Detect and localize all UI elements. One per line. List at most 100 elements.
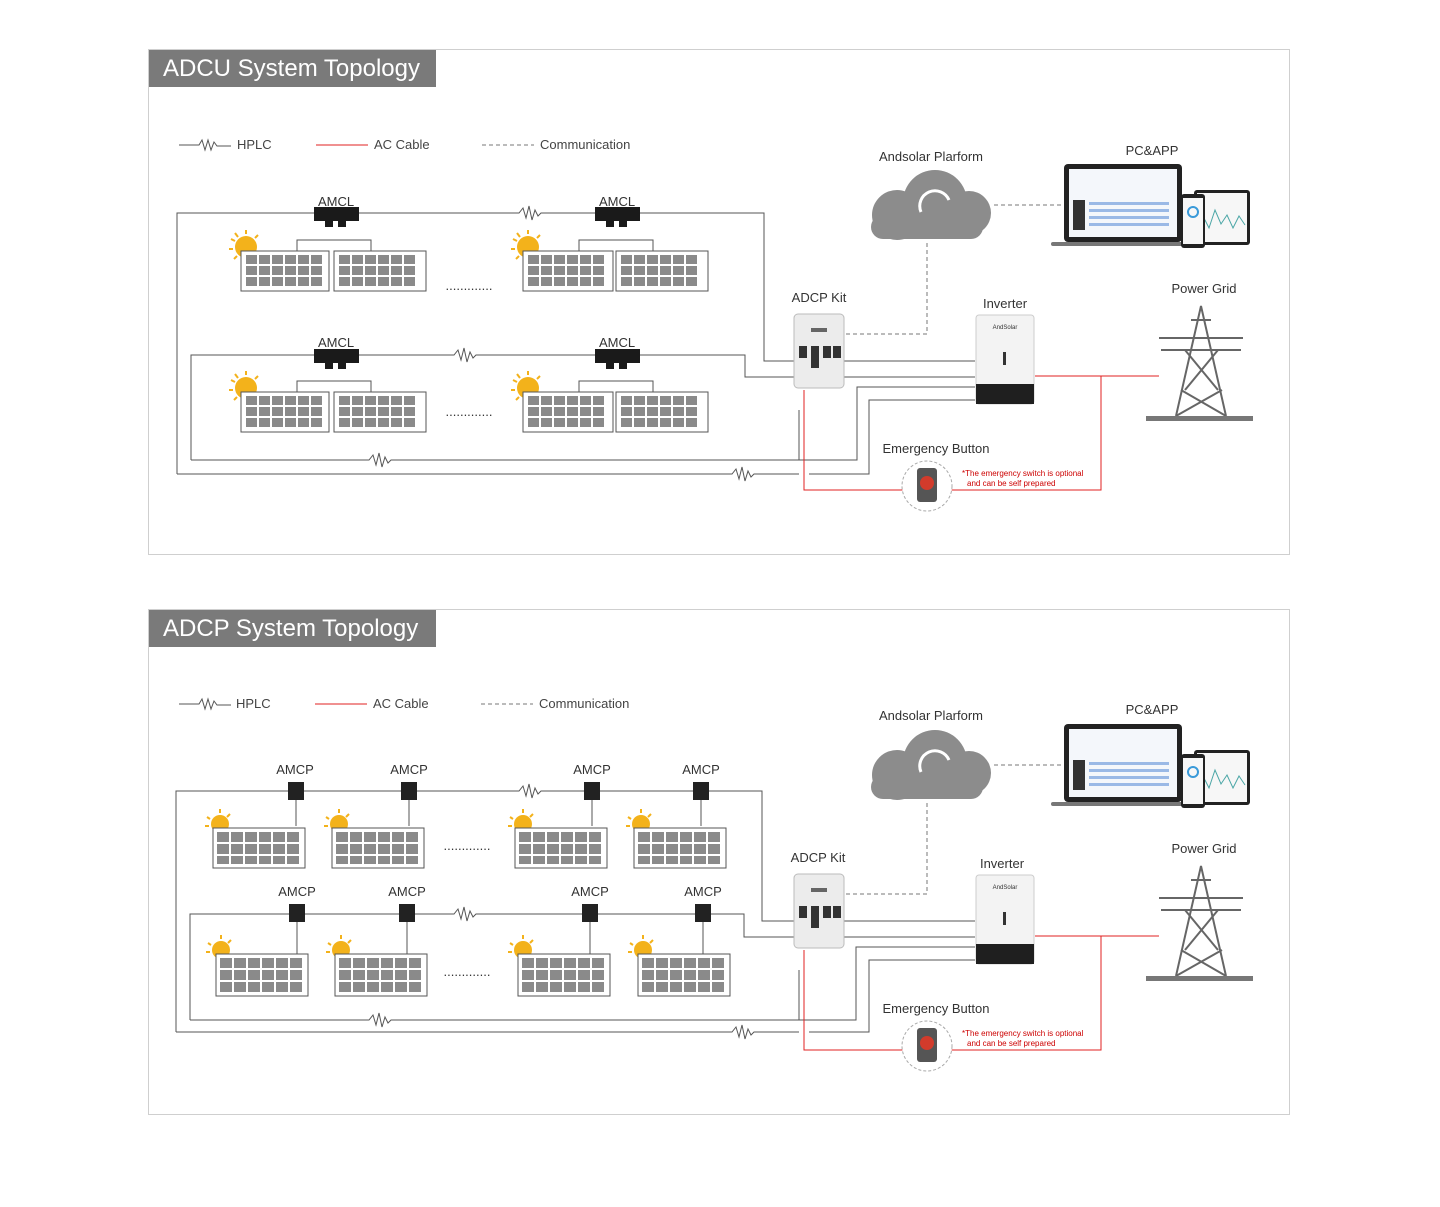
microinverter-label: AMCP bbox=[682, 762, 720, 777]
inverter-brand: AndSolar bbox=[993, 325, 1018, 331]
inverter-link-a bbox=[799, 386, 975, 461]
power-grid-label: Power Grid bbox=[1171, 841, 1236, 856]
inverter-label: Inverter bbox=[983, 296, 1028, 311]
ellipsis: ............. bbox=[446, 278, 493, 293]
microinverter-label: AMCP bbox=[276, 762, 314, 777]
amcp-unit: AMCP bbox=[684, 884, 722, 954]
hplc-line-row1 bbox=[176, 205, 975, 474]
microinverter-icon bbox=[595, 207, 640, 221]
panel-title: ADCP System Topology bbox=[149, 610, 436, 647]
pc-app-label: PC&APP bbox=[1126, 143, 1179, 158]
amcp-unit: AMCP bbox=[278, 884, 316, 954]
emergency-button-label: Emergency Button bbox=[883, 1001, 990, 1016]
power-grid-tower bbox=[1159, 305, 1243, 417]
microinverter-icon bbox=[693, 782, 709, 800]
legend-comm-label: Communication bbox=[539, 696, 629, 711]
power-grid-tower bbox=[1159, 865, 1243, 977]
adcp-kit: ADCP Kit bbox=[792, 290, 847, 389]
hplc-line-row1 bbox=[175, 783, 975, 1032]
hplc-return-row1 bbox=[177, 466, 799, 482]
power-grid-label: Power Grid bbox=[1171, 281, 1236, 296]
inverter-link-a bbox=[799, 946, 975, 1021]
topology-diagram: HPLC AC Cable Communication bbox=[175, 696, 1253, 1072]
microinverter-icon bbox=[289, 904, 305, 922]
pc-app: PC&APP bbox=[1051, 702, 1250, 808]
pv-string-2a: AMCL bbox=[229, 335, 427, 433]
microinverter-icon bbox=[401, 782, 417, 800]
cloud-label: Andsolar Plarform bbox=[879, 149, 983, 164]
amcp-unit: AMCP bbox=[573, 762, 611, 826]
pc-app: PC&APP bbox=[1051, 143, 1250, 248]
hplc-return-row2 bbox=[190, 970, 800, 1028]
cloud-platform: Andsolar Plarform bbox=[871, 708, 991, 800]
microinverter-label: AMCP bbox=[278, 884, 316, 899]
microinverter-icon bbox=[695, 904, 711, 922]
legend-hplc-label: HPLC bbox=[237, 137, 272, 152]
adcp-kit-label: ADCP Kit bbox=[791, 850, 846, 865]
topology-diagram: HPLC AC Cable Communication bbox=[176, 137, 1253, 512]
comm-adcp-cloud bbox=[846, 240, 928, 335]
emergency-button: Emergency Button *The emergency switch i… bbox=[883, 1001, 1084, 1072]
legend-comm-label: Communication bbox=[540, 137, 630, 152]
amcp-unit: AMCP bbox=[390, 762, 428, 826]
pv-row-1: ............. bbox=[205, 809, 727, 869]
amcp-unit: AMCP bbox=[388, 884, 426, 954]
microinverter-icon bbox=[595, 349, 640, 363]
emergency-button-label: Emergency Button bbox=[883, 441, 990, 456]
panel-title: ADCU System Topology bbox=[149, 50, 436, 87]
microinverter-label: AMCP bbox=[684, 884, 722, 899]
adcp-kit-label: ADCP Kit bbox=[792, 290, 847, 305]
microinverter-label: AMCL bbox=[318, 194, 354, 209]
legend-ac-label: AC Cable bbox=[373, 696, 429, 711]
pv-string-2b: AMCL bbox=[511, 335, 709, 433]
inverter-link-b bbox=[809, 399, 975, 475]
inverter-link-b bbox=[809, 959, 975, 1033]
topology-panel-adcp: ADCP System Topology HPLC AC Cable Commu… bbox=[148, 609, 1290, 1115]
inverter: Inverter AndSolar bbox=[975, 856, 1035, 965]
inverter-brand: AndSolar bbox=[993, 885, 1018, 891]
amcp-row-2: AMCP AMCP AMCP AMCP bbox=[278, 884, 722, 954]
emergency-button: Emergency Button *The emergency switch i… bbox=[883, 441, 1084, 512]
microinverter-icon bbox=[584, 782, 600, 800]
microinverter-label: AMCP bbox=[571, 884, 609, 899]
comm-lines bbox=[846, 204, 1064, 335]
legend-ac-label: AC Cable bbox=[374, 137, 430, 152]
adcp-kit: ADCP Kit bbox=[791, 850, 846, 949]
ellipsis: ............. bbox=[446, 404, 493, 419]
hplc-wires bbox=[176, 205, 975, 482]
microinverter-label: AMCL bbox=[599, 335, 635, 350]
legend: HPLC AC Cable Communication bbox=[179, 696, 629, 711]
microinverter-icon bbox=[582, 904, 598, 922]
legend: HPLC AC Cable Communication bbox=[179, 137, 630, 152]
pc-app-label: PC&APP bbox=[1126, 702, 1179, 717]
ac-cable-line bbox=[803, 935, 1159, 1051]
amcp-unit: AMCP bbox=[571, 884, 609, 954]
ac-cable bbox=[803, 375, 1159, 491]
inverter-label: Inverter bbox=[980, 856, 1025, 871]
pv-row-2: ............. bbox=[206, 935, 731, 997]
hplc-line-row2 bbox=[189, 906, 975, 1020]
ac-cable-line bbox=[803, 375, 1159, 491]
pv-string-1b: AMCL bbox=[511, 194, 709, 292]
inverter: Inverter AndSolar bbox=[975, 296, 1035, 405]
amcp-unit: AMCP bbox=[682, 762, 720, 826]
cloud-icon bbox=[871, 730, 991, 800]
microinverter-label: AMCP bbox=[390, 762, 428, 777]
microinverter-label: AMCP bbox=[573, 762, 611, 777]
legend-hplc-label: HPLC bbox=[236, 696, 271, 711]
ellipsis: ............. bbox=[444, 964, 491, 979]
pv-string-1a: AMCL bbox=[229, 194, 427, 292]
microinverter-icon bbox=[288, 782, 304, 800]
amcp-unit: AMCP bbox=[276, 762, 314, 826]
comm-lines bbox=[846, 764, 1064, 895]
ac-cable bbox=[803, 935, 1159, 1051]
hplc-wires bbox=[175, 783, 975, 1040]
emergency-note-line2: and can be self prepared bbox=[967, 479, 1056, 488]
cloud-icon bbox=[871, 170, 991, 240]
legend-hplc-swatch bbox=[179, 697, 231, 711]
microinverter-label: AMCL bbox=[318, 335, 354, 350]
topology-panel-adcu: ADCU System Topology HPLC AC Cable Commu… bbox=[148, 49, 1290, 555]
cloud-label: Andsolar Plarform bbox=[879, 708, 983, 723]
hplc-return-row1 bbox=[176, 1024, 799, 1040]
hplc-return-row2 bbox=[191, 410, 800, 468]
